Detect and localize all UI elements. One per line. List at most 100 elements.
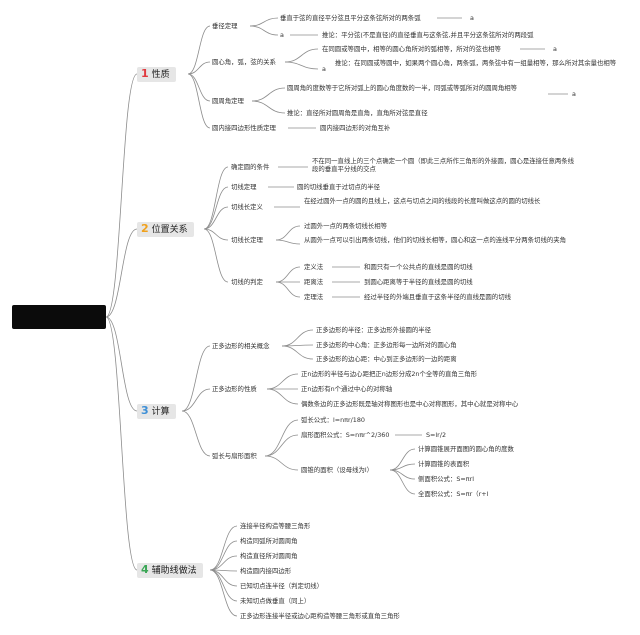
s1-item-2-child-1: 推论：直径所对圆周角是直角，直角所对弦是直径 [287, 109, 428, 117]
branch-4-title: 辅助线做法 [151, 566, 197, 576]
s4-item-6[interactable]: 正多边形连接半径或边心距构造等腰三角形或直角三角形 [240, 612, 400, 620]
s4-item-4[interactable]: 已知切点连半径（判定切线） [240, 582, 324, 590]
s1-item-1-child-1: 推论：在同圆或等圆中，如果两个圆心角，两条弧，两条弦中有一组量相等，那么所对其余… [335, 59, 617, 67]
connector [249, 17, 279, 27]
s3-item-0-child-2: 正多边形的边心距：中心到正多边形的一边的距离 [316, 355, 457, 363]
connector [209, 540, 238, 571]
s1-item-0-child-0: 垂直于弦的直径平分弦且平分这条弦所对的两条弧 [280, 14, 421, 22]
root-branch-4 [105, 316, 138, 571]
branch-3-number: 3 [141, 404, 149, 417]
connector [389, 469, 416, 480]
branch-1-number: 1 [141, 67, 149, 80]
connector [187, 61, 211, 75]
connector [203, 228, 229, 241]
s1-item-2-child-0-tag: a [572, 90, 576, 98]
s3-item-2-child-2: 圆锥的面积（设母线为l） [301, 466, 374, 474]
connector [264, 434, 299, 457]
connector [209, 569, 238, 617]
connector [281, 329, 314, 347]
s1-item-1[interactable]: 圆心角，弧，弦的关系 [212, 58, 276, 66]
connector [281, 345, 314, 360]
connector [251, 87, 286, 102]
s1-item-1-child-0-tag: a [553, 45, 557, 53]
s1-item-2-child-0: 圆周角的度数等于它所对弧上的圆心角度数的一半，同弧或等弧所对的圆周角相等 [287, 84, 518, 92]
connector [275, 225, 301, 241]
s3-item-0-child-1: 正多边形的中心角：正多边形每一边所对的圆心角 [316, 341, 457, 349]
connector [181, 410, 211, 457]
branch-1-title: 性质 [151, 70, 170, 80]
s3-item-2-child-1-detail: S=lr/2 [426, 431, 447, 439]
connector [187, 73, 211, 102]
connector [264, 419, 299, 457]
s3-item-2-child-2-sub-0: 计算圆锥展开面图的圆心角的度数 [418, 445, 514, 453]
s3-item-0-child-0: 正多边形的半径：正多边形外接圆的半径 [316, 326, 432, 334]
s1-item-3[interactable]: 圆内接四边形性质定理 [212, 124, 276, 132]
root-branch-2 [105, 228, 138, 318]
s4-item-3[interactable]: 构造圆内接四边形 [240, 567, 292, 575]
connector [249, 25, 279, 36]
connector [389, 469, 416, 495]
connector [275, 239, 301, 245]
root-node[interactable] [12, 305, 106, 329]
s2-item-4-child-0: 定义法 [304, 263, 324, 271]
s3-item-0[interactable]: 正多边形的相关概念 [212, 342, 270, 350]
s2-item-0-child-0: 不在同一直线上的三个点确定一个圆（即此三点所作三角形的外接圆，圆心是连接任意两条… [312, 157, 575, 174]
s3-item-1-child-2: 偶数条边的正多边形既是轴对称图形也是中心对称图形，其中心就是对称中心 [301, 400, 519, 408]
connector [264, 455, 299, 471]
connector [209, 555, 238, 571]
connector [209, 525, 238, 571]
s3-item-2[interactable]: 弧长与扇形面积 [212, 452, 257, 460]
connector [266, 373, 299, 390]
s4-item-5[interactable]: 未知切点做垂直（同上） [240, 597, 311, 605]
connector [209, 569, 238, 587]
s1-item-3-child-0: 圆内接四边形的对角互补 [320, 124, 391, 132]
connector [181, 345, 211, 412]
connector [181, 388, 211, 412]
s2-item-2-child-0: 在经过圆外一点的圆的且线上，这点与切点之间的线段的长度叫做这点的圆的切线长 [304, 197, 541, 205]
s2-item-4-child-0-detail: 和圆只有一个公共点的直线是圆的切线 [364, 263, 473, 271]
s2-item-1-child-0: 圆的切线垂直于过切点的半径 [297, 183, 381, 191]
s2-item-4-child-1: 距离法 [304, 278, 324, 286]
connector [284, 48, 319, 63]
s2-item-3[interactable]: 切线长定理 [231, 236, 263, 244]
connector [203, 166, 229, 230]
s1-item-0[interactable]: 垂径定理 [212, 22, 238, 30]
branch-2-title: 位置关系 [151, 225, 188, 235]
s1-item-0-child-1: 推论：平分弦(不是直径)的直径垂直与这条弦,并且平分这条弦所对的两段弧 [322, 31, 534, 39]
s3-item-1[interactable]: 正多边形的性质 [212, 385, 257, 393]
s1-item-1-child-0: 在同圆或等圆中，相等的圆心角所对的弧相等，所对的弦也相等 [322, 45, 501, 53]
connector [284, 61, 319, 70]
connector [203, 206, 229, 230]
s2-item-1[interactable]: 切线定理 [231, 183, 257, 191]
branch-4-number: 4 [141, 563, 149, 576]
s3-item-2-child-2-sub-3: 全面积公式：S=πr（r+l [418, 490, 489, 498]
root-branch-3 [105, 316, 138, 412]
s2-item-0[interactable]: 确定圆的条件 [231, 163, 270, 171]
connector [275, 266, 301, 283]
s3-item-2-child-1: 扇形面积公式：S=nπr^2/360 [301, 431, 390, 439]
s2-item-4[interactable]: 切线的判定 [231, 278, 263, 286]
s1-item-0-child-1-tag: a [280, 31, 284, 39]
s4-item-1[interactable]: 构造同弧所对圆周角 [240, 537, 298, 545]
connector [389, 448, 416, 471]
s3-item-1-child-1: 正n边形有n个通过中心的对称轴 [301, 385, 393, 393]
s2-item-2[interactable]: 切线长定义 [231, 203, 263, 211]
connector [266, 388, 299, 405]
s2-item-3-child-1: 从圆外一点可以引出两条切线，他们的切线长相等，圆心和这一点的连线平分两条切线的夹… [304, 236, 567, 244]
branch-2-number: 2 [141, 222, 149, 235]
s1-item-0-child-0-tag: a [470, 14, 474, 22]
s2-item-4-child-1-detail: 到圆心距离等于半径的直线是圆的切线 [364, 278, 473, 286]
s3-item-2-child-2-sub-1: 计算圆锥的表面积 [418, 460, 470, 468]
connector [203, 228, 229, 283]
connector [251, 100, 286, 114]
connector [203, 186, 229, 230]
s4-item-2[interactable]: 构造直径所对圆周角 [240, 552, 298, 560]
s4-item-0[interactable]: 连接半径构造等腰三角形 [240, 522, 311, 530]
s1-item-2[interactable]: 圆周角定理 [212, 97, 244, 105]
